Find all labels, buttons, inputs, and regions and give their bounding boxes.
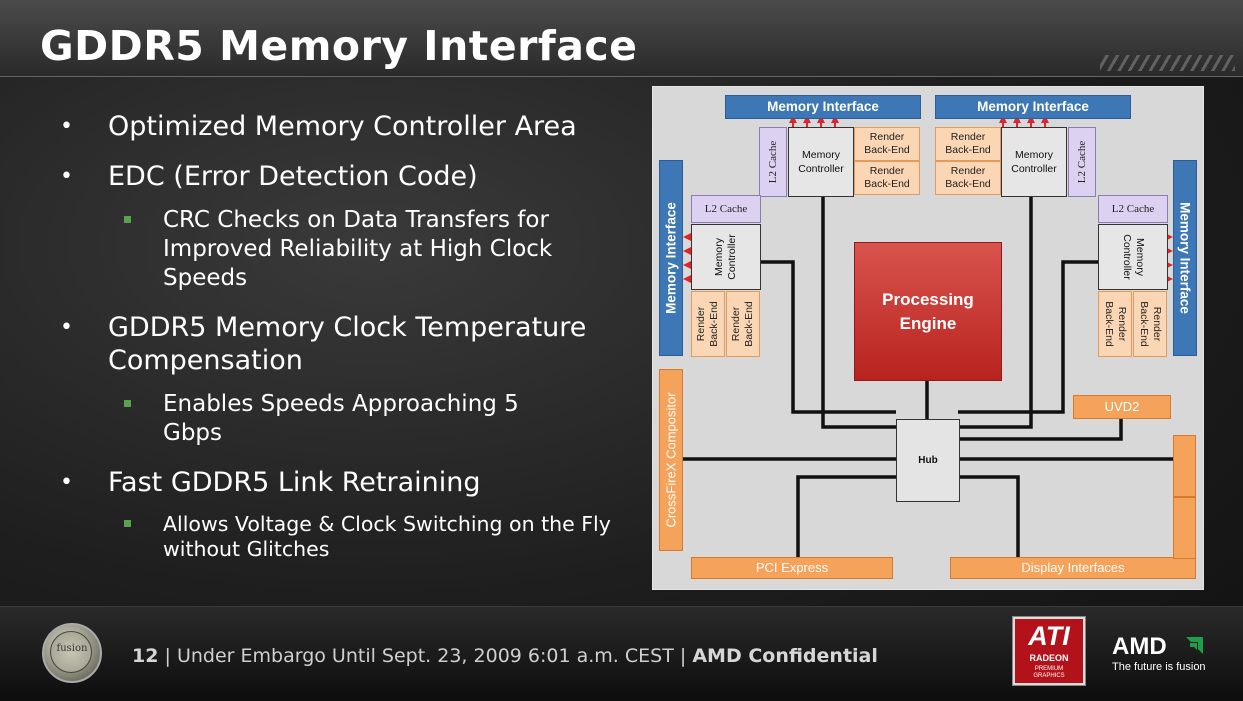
uvd2-block: UVD2: [1073, 395, 1171, 419]
amd-logo: AMD: [1112, 633, 1167, 660]
l2-cache-left: L2 Cache: [691, 195, 761, 223]
render-backend-right-2: Render Back-End: [1133, 291, 1167, 357]
render-backend-top-right-2: Render Back-End: [935, 161, 1001, 195]
bullet-dot-icon: •: [60, 315, 73, 340]
architecture-diagram: Memory Interface Memory Interface Memory…: [652, 86, 1204, 590]
bullet-list: •Optimized Memory Controller Area •EDC (…: [58, 110, 628, 580]
hub: Hub: [896, 419, 960, 502]
embargo-notice: Under Embargo Until Sept. 23, 2009 6:01 …: [176, 645, 674, 667]
square-bullet-icon: [124, 216, 131, 223]
amd-tagline: The future is fusion: [1112, 661, 1206, 673]
display-column-top: [1173, 435, 1196, 497]
bullet-dot-icon: •: [60, 164, 73, 189]
display-interfaces-block: Display Interfaces: [950, 557, 1196, 579]
l2-cache-right: L2 Cache: [1098, 195, 1168, 223]
bullet-item: •GDDR5 Memory Clock Temperature Compensa…: [60, 312, 587, 376]
display-column-bottom: [1173, 497, 1196, 559]
slide-title: GDDR5 Memory Interface: [40, 22, 638, 70]
square-bullet-icon: [124, 520, 131, 527]
bullet-item: •Optimized Memory Controller Area: [60, 111, 577, 142]
memory-interface-left: Memory Interface: [659, 160, 683, 356]
render-backend-top-left-1: Render Back-End: [854, 127, 920, 161]
memory-controller-top-right: Memory Controller: [1001, 127, 1067, 197]
memory-interface-top-right: Memory Interface: [935, 95, 1131, 119]
amd-arrow-icon: [1186, 637, 1203, 654]
footer-text: 12 | Under Embargo Until Sept. 23, 2009 …: [132, 645, 878, 667]
render-backend-top-right-1: Render Back-End: [935, 127, 1001, 161]
memory-interface-right: Memory Interface: [1173, 160, 1197, 356]
sub-bullet-item: Enables Speeds Approaching 5 Gbps: [58, 390, 628, 448]
memory-controller-left: Memory Controller: [691, 224, 761, 290]
separator: |: [679, 645, 687, 667]
pci-express-block: PCI Express: [691, 557, 893, 579]
decorative-stripes: [1100, 55, 1235, 71]
square-bullet-icon: [124, 400, 131, 407]
memory-controller-top-left: Memory Controller: [788, 127, 854, 197]
sub-bullet-item: Allows Voltage & Clock Switching on the …: [58, 512, 628, 562]
memory-interface-top-left: Memory Interface: [725, 95, 921, 119]
sub-bullet-item: CRC Checks on Data Transfers for Improve…: [58, 206, 628, 293]
page-number: 12: [132, 645, 159, 667]
render-backend-top-left-2: Render Back-End: [854, 161, 920, 195]
confidential-label: AMD Confidential: [692, 645, 878, 667]
separator: |: [164, 645, 171, 667]
bullet-dot-icon: •: [60, 470, 73, 495]
bullet-dot-icon: •: [60, 114, 73, 139]
bullet-item: •Fast GDDR5 Link Retraining: [60, 467, 481, 498]
memory-controller-right: Memory Controller: [1098, 224, 1168, 290]
diagram-wires: [682, 115, 1173, 557]
fusion-logo: fusion: [42, 623, 102, 683]
crossfirex-compositor: CrossFireX Compositor: [659, 369, 683, 551]
title-bar: GDDR5 Memory Interface: [0, 0, 1243, 77]
bullet-item: •EDC (Error Detection Code): [60, 161, 478, 192]
processing-engine: Processing Engine: [854, 242, 1002, 381]
fusion-logo-inner-ring: [50, 631, 92, 673]
l2-cache-top-right: L2 Cache: [1068, 127, 1096, 197]
render-backend-left-2: Render Back-End: [726, 291, 760, 357]
render-backend-right-1: Render Back-End: [1098, 291, 1132, 357]
render-backend-left-1: Render Back-End: [691, 291, 725, 357]
l2-cache-top-left: L2 Cache: [759, 127, 787, 197]
